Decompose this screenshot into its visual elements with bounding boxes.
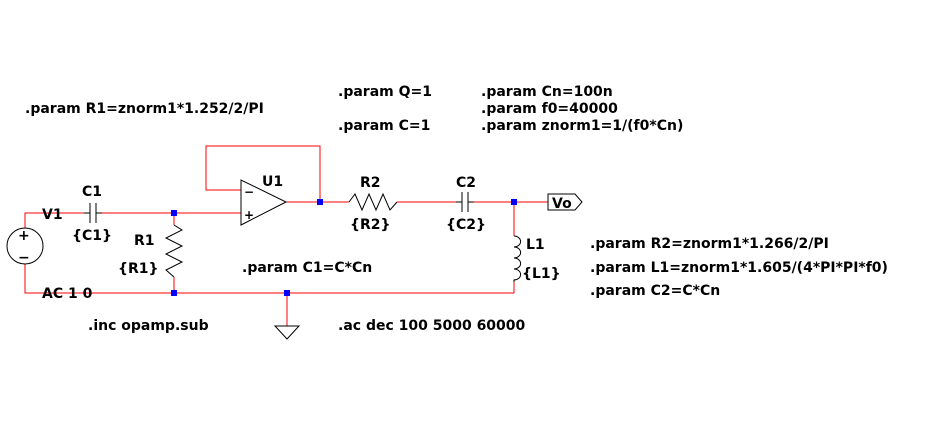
wire-v1-to-c1[interactable] [24, 212, 84, 228]
c1-name: C1 [82, 184, 102, 200]
net-label-vo[interactable]: Vo [547, 193, 583, 212]
directive-inc[interactable]: .inc opamp.sub [88, 318, 209, 334]
r2-name: R2 [360, 175, 381, 191]
junction-node[interactable] [171, 210, 177, 216]
directive-param-c1[interactable]: .param C1=C*Cn [242, 260, 372, 276]
r1-value: {R1} [118, 261, 158, 277]
spice-directives: .param R1=znorm1*1.252/2/PI .param Q=1 .… [25, 84, 888, 334]
directive-ac[interactable]: .ac dec 100 5000 60000 [338, 318, 526, 334]
junction-nodes [171, 199, 517, 296]
u1-name: U1 [262, 174, 283, 190]
c2-name: C2 [456, 175, 476, 191]
v1-plus-sign: + [18, 228, 30, 244]
r1-name: R1 [134, 233, 155, 249]
resistor-r1[interactable] [164, 224, 184, 278]
vo-label-text: Vo [552, 196, 572, 212]
opamp-plus-sign: + [244, 208, 254, 222]
directive-param-c2[interactable]: .param C2=C*Cn [590, 283, 720, 299]
wire-bottom-rail[interactable] [24, 264, 514, 294]
directive-param-l1[interactable]: .param L1=znorm1*1.605/(4*PI*PI*f0) [590, 260, 888, 276]
ground-symbol[interactable] [273, 325, 301, 340]
directive-param-c[interactable]: .param C=1 [338, 118, 430, 134]
v1-value: AC 1 0 [42, 286, 93, 302]
resistor-r2[interactable] [348, 192, 398, 212]
voltage-source-v1[interactable]: + − [6, 227, 44, 266]
opamp-minus-sign: − [244, 185, 254, 199]
directive-param-q[interactable]: .param Q=1 [338, 84, 432, 100]
directive-param-r2[interactable]: .param R2=znorm1*1.266/2/PI [590, 236, 829, 252]
capacitor-c1[interactable] [84, 203, 102, 223]
directive-param-f0[interactable]: .param f0=40000 [481, 101, 618, 117]
c1-value: {C1} [72, 228, 112, 244]
v1-minus-sign: − [18, 250, 30, 266]
junction-node[interactable] [284, 290, 290, 296]
l1-name: L1 [526, 237, 545, 253]
v1-name: V1 [42, 207, 63, 223]
junction-node[interactable] [317, 199, 323, 205]
l1-value: {L1} [522, 266, 561, 282]
wire-feedback[interactable] [205, 145, 321, 202]
r2-value: {R2} [350, 217, 390, 233]
directive-param-r1[interactable]: .param R1=znorm1*1.252/2/PI [25, 101, 264, 117]
opamp-u1[interactable]: − + [240, 179, 288, 226]
capacitor-c2[interactable] [456, 192, 474, 212]
junction-node[interactable] [511, 199, 517, 205]
directive-param-cn[interactable]: .param Cn=100n [481, 84, 613, 100]
junction-node[interactable] [171, 290, 177, 296]
directive-param-znorm1[interactable]: .param znorm1=1/(f0*Cn) [481, 118, 683, 134]
inductor-l1[interactable] [513, 235, 522, 282]
c2-value: {C2} [446, 217, 486, 233]
